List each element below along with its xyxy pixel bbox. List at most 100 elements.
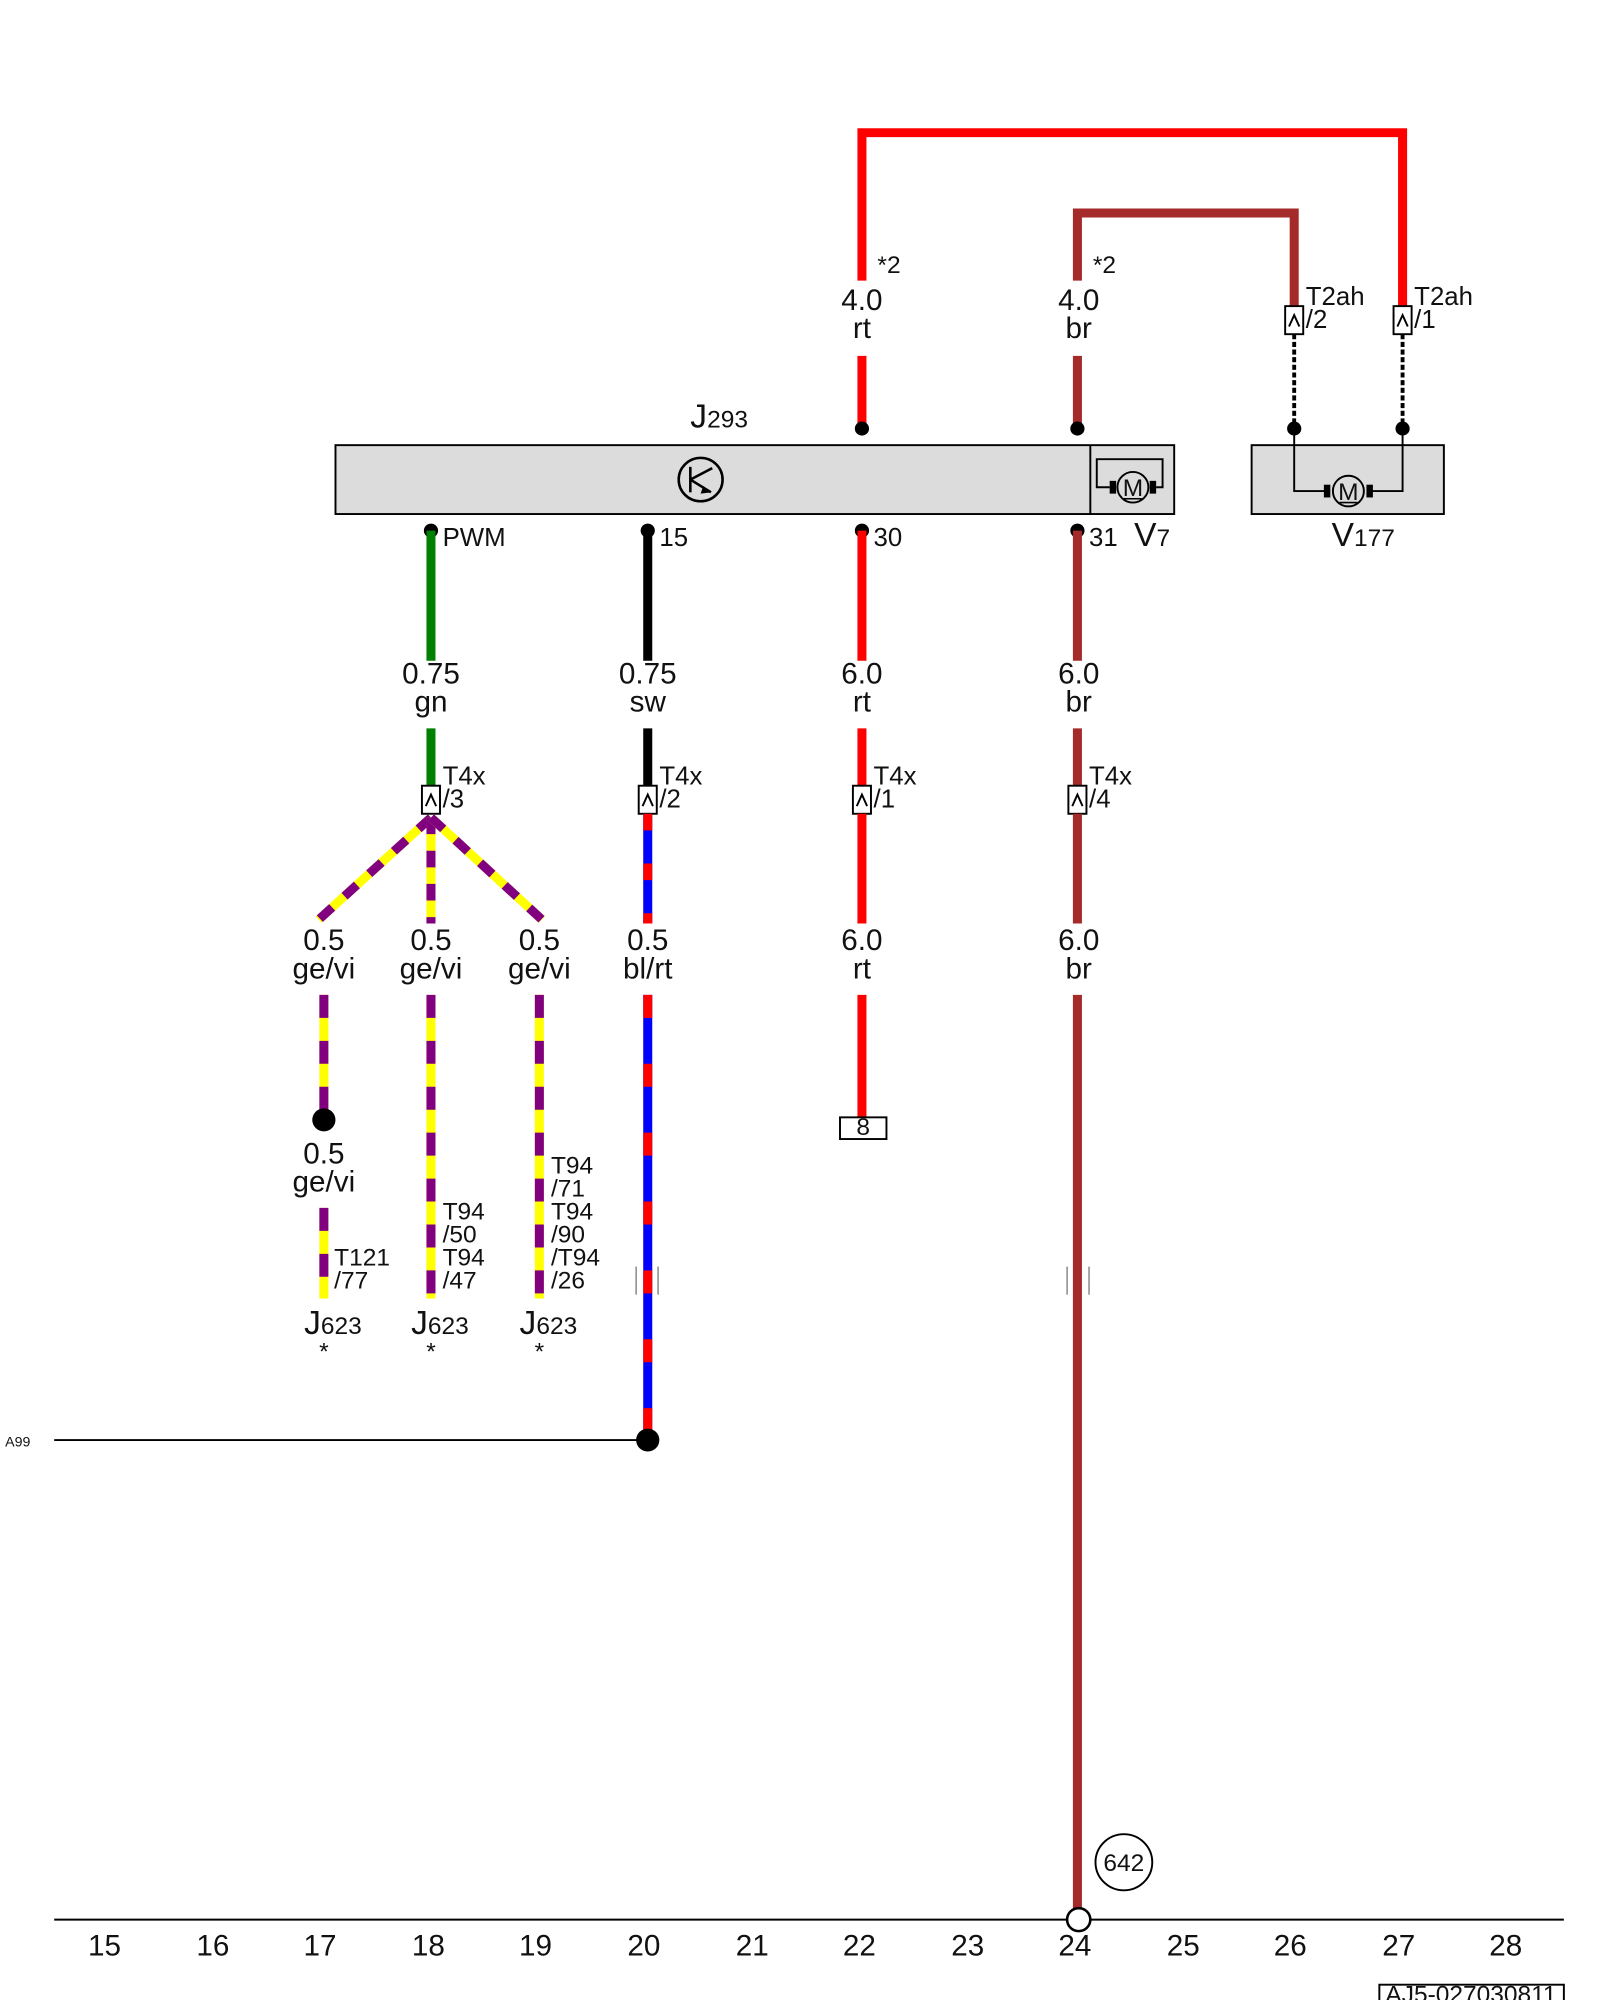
wire-color: br — [1066, 312, 1093, 345]
terminal-label: T121 — [334, 1244, 390, 1271]
wire-size: 0.5 — [627, 924, 668, 957]
connector-t2ah-1 — [1392, 305, 1413, 336]
connector-pin: /1 — [1414, 306, 1436, 334]
wire-color: sw — [630, 686, 667, 719]
asterisk-note: * — [535, 1339, 545, 1366]
terminal-label: T94 — [443, 1199, 485, 1226]
pin-dot — [1287, 421, 1302, 436]
connector-pin: /3 — [443, 786, 465, 814]
connector-t4x-2 — [637, 784, 658, 815]
column-number: 24 — [1058, 1930, 1091, 1963]
pin-label-pwm: PWM — [443, 524, 506, 552]
reference-box-label: 8 — [856, 1114, 870, 1141]
terminal-label: /47 — [443, 1267, 477, 1294]
wire-size: 6.0 — [1058, 658, 1099, 691]
column-number: 19 — [519, 1930, 552, 1963]
connector-pin: /4 — [1089, 786, 1111, 814]
ground-point-642 — [1094, 1833, 1154, 1892]
column-number: 15 — [88, 1930, 121, 1963]
component-label-v7: V7 — [1134, 517, 1170, 554]
wire-size: 0.5 — [410, 924, 451, 957]
connector-name: T4x — [1089, 763, 1132, 791]
ground-point-label: 642 — [1103, 1850, 1144, 1877]
terminal-label: /26 — [551, 1267, 585, 1294]
wire-br-loop — [1072, 208, 1299, 307]
wire-size: 0.75 — [402, 658, 460, 691]
column-number: 27 — [1382, 1930, 1415, 1963]
wire-color: bl/rt — [623, 952, 672, 985]
connector-name: T4x — [659, 763, 702, 791]
v177-motor-icon: M — [1293, 428, 1404, 508]
wire-size: 4.0 — [841, 284, 882, 317]
column-number: 16 — [196, 1930, 229, 1963]
connector-t4x-4 — [1067, 784, 1088, 815]
wire-color: ge/vi — [508, 952, 571, 985]
pin-dot — [854, 421, 870, 436]
pin-label-15: 15 — [659, 524, 688, 552]
connector-pin: /2 — [1306, 306, 1328, 334]
wire-color: ge/vi — [293, 952, 356, 985]
connector-name: T4x — [874, 763, 917, 791]
wire-size: 0.5 — [303, 924, 344, 957]
pin-dot — [1395, 421, 1410, 436]
column-number: 25 — [1167, 1930, 1200, 1963]
wire-ge-vi-branch — [315, 814, 546, 924]
pin-label-31: 31 — [1089, 524, 1118, 552]
column-number: 17 — [303, 1930, 336, 1963]
connector-t4x-1 — [851, 784, 872, 815]
wire-size: 6.0 — [1058, 924, 1099, 957]
connector-name: T2ah — [1306, 283, 1365, 311]
asterisk-note: * — [319, 1339, 329, 1366]
column-number: 22 — [843, 1930, 876, 1963]
transistor-symbol-icon — [677, 456, 724, 503]
wire-size: 0.5 — [303, 1137, 344, 1170]
wire-color: rt — [853, 952, 871, 985]
terminal-label: T94 — [551, 1153, 593, 1180]
component-label-j623: J623 — [304, 1305, 362, 1342]
document-id-box — [1378, 1983, 1565, 2000]
wire-color: rt — [853, 312, 871, 345]
wire-size: 0.75 — [619, 658, 677, 691]
v7-motor-icon: M — [1095, 458, 1164, 504]
wire-note: *2 — [877, 252, 900, 279]
wire-size: 6.0 — [841, 924, 882, 957]
column-number: 28 — [1489, 1930, 1522, 1963]
connector-t4x-3 — [420, 784, 441, 815]
terminal-label: /77 — [334, 1267, 368, 1294]
connector-pin: /2 — [659, 786, 681, 814]
pin-dot — [1070, 421, 1085, 436]
wire-size: 0.5 — [519, 924, 560, 957]
wire-color: rt — [853, 686, 871, 719]
connector-t2ah-2 — [1284, 305, 1305, 336]
column-number: 23 — [951, 1930, 984, 1963]
component-label-j623: J623 — [411, 1305, 469, 1342]
column-number: 21 — [736, 1930, 769, 1963]
asterisk-note: * — [426, 1339, 436, 1366]
reference-box-8 — [839, 1116, 888, 1140]
terminal-label: /71 — [551, 1176, 585, 1203]
ground-connection — [1065, 1906, 1092, 1933]
pin-label-30: 30 — [874, 524, 903, 552]
wire-color: br — [1066, 952, 1093, 985]
terminal-label: T94 — [551, 1199, 593, 1226]
wire-size: 6.0 — [841, 658, 882, 691]
column-number: 20 — [627, 1930, 660, 1963]
wire-color: ge/vi — [293, 1165, 356, 1198]
terminal-label: /50 — [443, 1221, 477, 1248]
j293-control-unit — [334, 444, 1176, 515]
terminal-label: T94 — [443, 1244, 485, 1271]
reference-a99: A99 — [5, 1434, 30, 1450]
wire-color: gn — [414, 686, 447, 719]
splice-dot — [636, 1428, 660, 1452]
column-numbers: 15 16 17 18 19 20 21 22 23 24 25 26 27 2… — [88, 1930, 1522, 1963]
component-label-v177: V177 — [1332, 517, 1395, 554]
wire-note: *2 — [1093, 252, 1116, 279]
splice-dot — [312, 1108, 336, 1132]
svg-text:M: M — [1338, 479, 1358, 506]
terminal-label: /T94 — [551, 1244, 600, 1271]
connector-pin: /1 — [874, 786, 896, 814]
wire-color: ge/vi — [400, 952, 463, 985]
wire-color: br — [1066, 686, 1093, 719]
wire-rt-loop — [857, 128, 1408, 307]
